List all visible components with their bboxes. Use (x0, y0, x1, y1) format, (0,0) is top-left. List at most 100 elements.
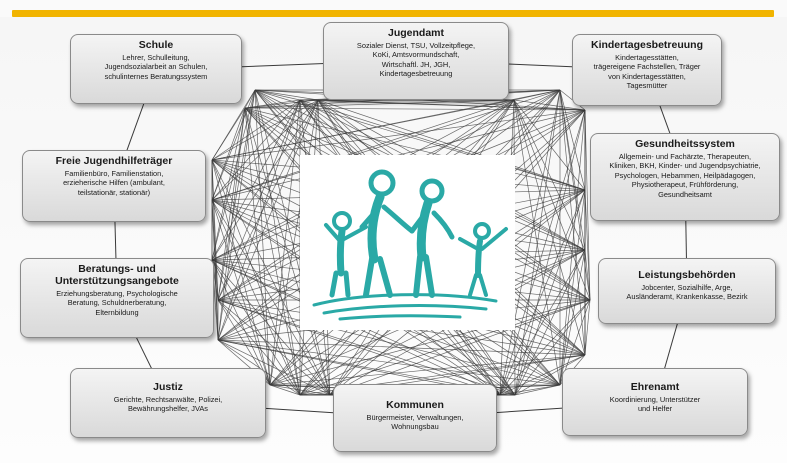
connection-line (269, 384, 331, 396)
connection-line (211, 89, 561, 161)
connection-line (211, 107, 246, 161)
connection-line (514, 384, 561, 396)
node-gesundheitssystem: Gesundheitssystem Allgemein- und Fachärz… (590, 133, 780, 221)
connection-line (211, 99, 515, 201)
connection-line (299, 99, 586, 191)
connection-line (254, 89, 271, 386)
connection-line (269, 299, 591, 386)
connection-line (514, 299, 591, 396)
connection-line (254, 89, 319, 101)
connection-line (244, 107, 271, 386)
connection-line (244, 107, 331, 396)
connection-line (211, 159, 301, 396)
connection-line (217, 299, 561, 386)
connection-line (559, 189, 586, 386)
connection-line (217, 107, 246, 301)
connection-line (499, 109, 586, 396)
connection-line (211, 199, 301, 396)
node-beratungs-und-unterstuetzungsangebote-desc: Erziehungsberatung, Psychologische Berat… (56, 289, 178, 317)
connection-line (584, 249, 591, 301)
connection-line (211, 99, 319, 201)
connection-line (217, 339, 561, 386)
connection-line (317, 99, 586, 191)
center-image (300, 155, 515, 330)
connection-line (211, 199, 271, 386)
connection-line (244, 89, 256, 109)
node-schule-desc: Lehrer, Schulleitung, Jugendsozialarbeit… (104, 53, 208, 81)
connection-line (513, 99, 561, 386)
connection-line (244, 107, 586, 111)
node-gesundheitssystem-desc: Allgemein- und Fachärzte, Therapeuten, K… (609, 152, 761, 199)
node-ehrenamt-title: Ehrenamt (630, 381, 680, 393)
node-kommunen: Kommunen Bürgermeister, Verwaltungen, Wo… (333, 384, 497, 452)
connection-line (499, 249, 586, 396)
connection-line (244, 107, 586, 191)
connection-line (299, 299, 591, 396)
connection-line (584, 109, 591, 301)
connection-line (559, 89, 586, 356)
node-jugendamt-desc: Sozialer Dienst, TSU, Vollzeitpflege, Ko… (356, 41, 476, 79)
connection-line (217, 99, 301, 301)
node-leistungsbehoerden: Leistungsbehörden Jobcenter, Sozialhilfe… (598, 258, 776, 324)
connection-line (584, 189, 591, 301)
node-kindertagesbetreuung: Kindertagesbetreuung Kindertagesstätten,… (572, 34, 722, 106)
connection-line (584, 299, 591, 356)
connection-line (244, 99, 515, 109)
connection-line (513, 99, 586, 111)
node-jugendamt-title: Jugendamt (387, 27, 444, 39)
node-justiz-desc: Gerichte, Rechtsanwälte, Polizei, Bewähr… (113, 395, 223, 414)
node-kommunen-desc: Bürgermeister, Verwaltungen, Wohnungsbau (366, 413, 464, 432)
connection-line (317, 99, 586, 111)
connection-line (514, 109, 586, 396)
node-beratungs-und-unterstuetzungsangebote: Beratungs- und Unterstützungsangebote Er… (20, 258, 214, 338)
connection-line (269, 99, 319, 386)
connection-line (329, 299, 591, 396)
node-jugendamt: Jugendamt Sozialer Dienst, TSU, Vollzeit… (323, 22, 509, 100)
connection-line (217, 299, 501, 396)
connection-line (217, 339, 586, 356)
connection-line (211, 159, 331, 396)
connection-line (211, 99, 301, 161)
connection-line (254, 89, 301, 101)
node-freie-jugendhilfetraeger: Freie Jugendhilfeträger Familienbüro, Fa… (22, 150, 206, 222)
connection-line (211, 99, 301, 261)
connection-line (514, 89, 561, 396)
node-gesundheitssystem-title: Gesundheitssystem (635, 138, 735, 150)
connection-line (211, 259, 271, 386)
connection-line (217, 299, 301, 396)
connection-line (514, 249, 586, 396)
connection-line (217, 107, 246, 341)
connection-line (559, 249, 586, 386)
connection-line (217, 89, 256, 301)
connection-line (211, 107, 246, 201)
node-beratungs-und-unterstuetzungsangebote-title: Beratungs- und Unterstützungsangebote (55, 263, 179, 287)
connection-line (211, 259, 301, 396)
node-kindertagesbetreuung-title: Kindertagesbetreuung (590, 39, 703, 51)
connection-line (211, 159, 271, 386)
node-schule: Schule Lehrer, Schulleitung, Jugendsozia… (70, 34, 242, 104)
family-icon (312, 169, 508, 321)
connection-line (499, 354, 586, 396)
node-justiz: Justiz Gerichte, Rechtsanwälte, Polizei,… (70, 368, 266, 438)
connection-line (559, 89, 586, 191)
connection-line (559, 109, 586, 386)
node-kindertagesbetreuung-desc: Kindertagesstätten, trägereigene Fachste… (593, 53, 701, 91)
node-schule-title: Schule (138, 39, 174, 51)
connection-line (211, 259, 331, 396)
connection-line (211, 109, 586, 161)
node-ehrenamt-desc: Koordinierung, Unterstützer und Helfer (609, 395, 701, 414)
connection-line (211, 199, 331, 396)
node-kommunen-title: Kommunen (386, 399, 444, 411)
connection-line (269, 384, 301, 396)
connection-line (211, 107, 246, 261)
connection-line (244, 99, 319, 109)
node-freie-jugendhilfetraeger-title: Freie Jugendhilfeträger (55, 155, 173, 167)
node-freie-jugendhilfetraeger-desc: Familienbüro, Familienstation, erzieheri… (63, 169, 165, 197)
accent-bar (12, 10, 774, 17)
node-ehrenamt: Ehrenamt Koordinierung, Unterstützer und… (562, 368, 748, 436)
connection-line (217, 99, 319, 301)
node-justiz-title: Justiz (153, 381, 183, 393)
connection-line (217, 339, 331, 396)
connection-line (211, 99, 301, 201)
